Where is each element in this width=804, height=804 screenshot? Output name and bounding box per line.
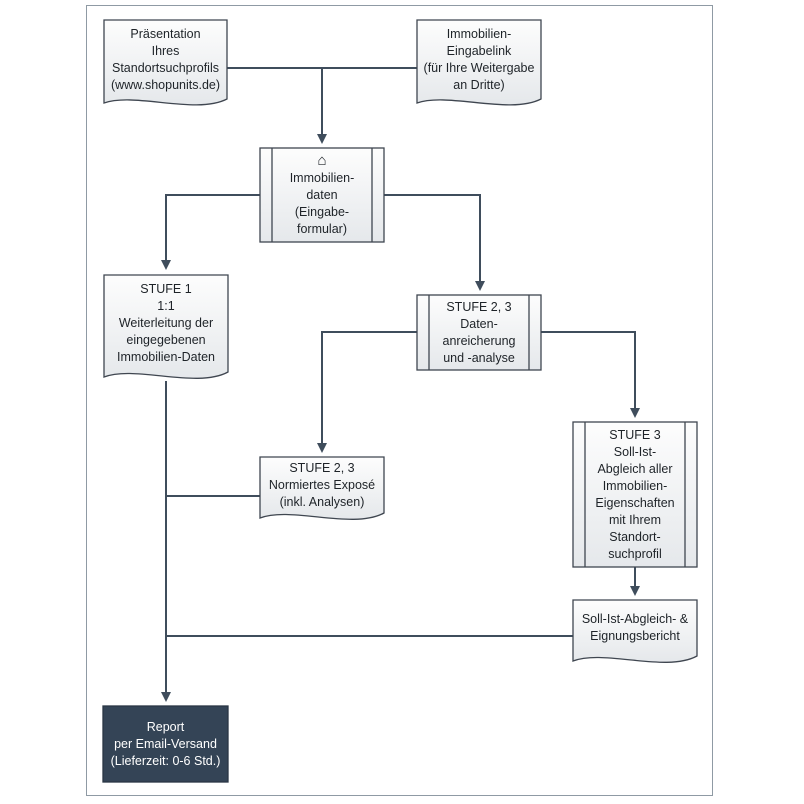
node-bericht-label: Soll-Ist-Abgleich- & Eignungsbericht [581,612,689,643]
node-eingabelink-shape [416,19,542,106]
node-praesentation-label: Präsentation Ihres Standortsuchprofils (… [110,27,221,92]
node-immobiliendaten-label: Immobilien- daten (Eingabe- formular) [289,171,355,236]
connector-analyse-stufe3 [541,331,640,418]
connector-immobiliendaten-stufe1 [161,194,260,270]
node-bericht-shape [572,599,698,663]
node-analyse-label: STUFE 2, 3 Daten- anreicherung und -anal… [442,300,516,365]
node-eingabelink-label: Immobilien- Eingabelink (für Ihre Weiter… [423,27,535,92]
node-stufe3-shape [572,421,698,568]
node-analyse-shape [416,294,542,371]
connector-immobiliendaten-stufe23 [384,194,485,291]
node-report-shape [102,705,229,783]
node-stufe3-label: STUFE 3 Soll-Ist- Abgleich aller Immobil… [595,427,675,561]
node-expose-label: STUFE 2, 3 Normiertes Exposé (inkl. Anal… [268,460,376,509]
node-stufe1-shape [103,274,229,379]
house-icon: ⌂ [317,151,327,169]
node-stufe1-label: STUFE 1 1:1 Weiterleitung der eingegeben… [117,281,215,364]
node-report-label: Report per Email-Versand (Lieferzeit: 0-… [110,719,221,768]
node-immobiliendaten-shape [259,147,385,243]
node-praesentation-shape [103,19,228,106]
node-expose-shape [259,456,385,520]
diagram-frame [86,5,713,796]
connectors [161,67,640,702]
connector-analyse-expose [317,331,417,453]
